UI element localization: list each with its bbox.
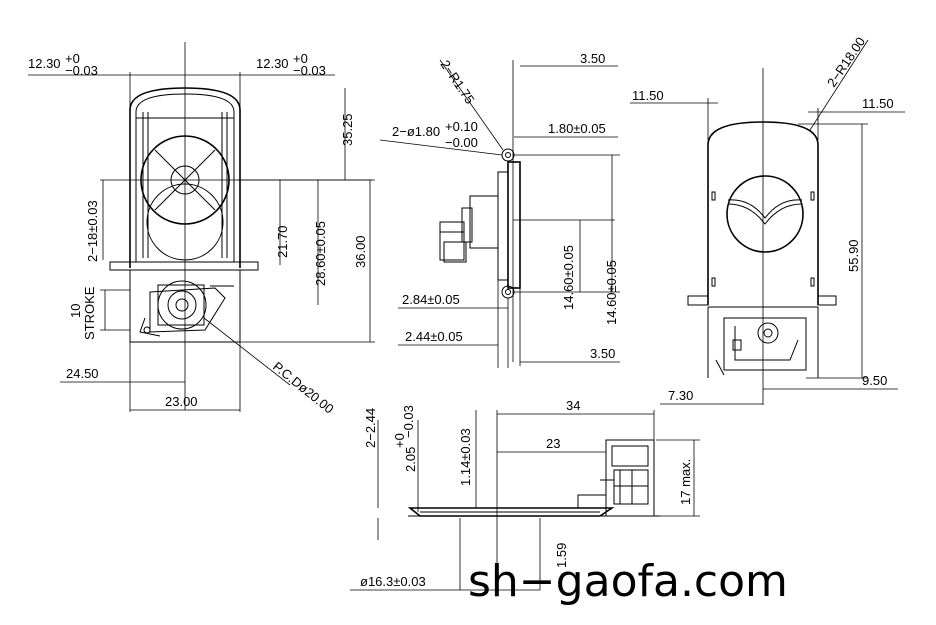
bottom-dim-pin: 1.59 <box>554 543 569 568</box>
bottom-dim-h-a: 2−2.44 <box>363 408 378 448</box>
bottom-dim-height-max: 17 max. <box>678 459 693 505</box>
rear-dim-right-flange: 11.50 <box>862 96 894 111</box>
svg-text:+0: +0 <box>293 51 308 66</box>
side-dim-hole-offset: 1.80±0.05 <box>548 121 606 136</box>
svg-text:−0.03: −0.03 <box>65 63 98 78</box>
side-dim-v1: 14.60±0.05 <box>561 245 576 310</box>
rear-view: 11.50 11.50 2−R18.00 55.90 7.30 9.50 <box>630 34 905 405</box>
front-dim-h1: 35.25 <box>340 113 355 146</box>
svg-text:+0.10: +0.10 <box>445 119 478 134</box>
front-dim-h3: 28.60±0.05 <box>313 221 328 286</box>
bottom-dim-length2: 23 <box>546 436 560 451</box>
front-dim-left-offset: 12.30 <box>28 56 61 71</box>
front-dim-right-offset: 12.30 <box>256 56 289 71</box>
svg-text:+0: +0 <box>392 433 407 448</box>
bottom-dim-dia: ø16.3±0.03 <box>360 574 426 589</box>
front-dim-pcd: P.C.Dø20.00 <box>270 359 337 417</box>
side-dim-hole: 2−ø1.80 <box>392 124 440 139</box>
front-dim-width: 23.00 <box>165 394 198 409</box>
rear-dim-height: 55.90 <box>846 239 861 272</box>
rear-dim-right-offset: 9.50 <box>862 373 887 388</box>
side-dim-top-offset: 3.50 <box>580 51 605 66</box>
front-dim-left-width: 24.50 <box>66 366 99 381</box>
rear-dim-left-offset: 7.30 <box>668 388 693 403</box>
bottom-view: 34 23 2−2.44 2.05 +0 −0.03 1.14±0.03 17 … <box>350 398 700 591</box>
side-dim-h2: 2.44±0.05 <box>405 329 463 344</box>
front-dim-stroke-value: 10 <box>68 304 83 318</box>
bottom-dim-h-b: 2.05 <box>403 447 418 472</box>
side-view: 3.50 2−R1.75 2−ø1.80 +0.10 −0.00 1.80±0.… <box>379 51 620 368</box>
front-dim-hole: 2−18±0.03 <box>85 200 100 262</box>
side-dim-radius: 2−R1.75 <box>438 57 478 106</box>
svg-text:−0.00: −0.00 <box>445 135 478 150</box>
rear-dim-left-flange: 11.50 <box>632 88 664 103</box>
side-dim-h1: 2.84±0.05 <box>402 292 460 307</box>
svg-text:+0: +0 <box>65 51 80 66</box>
watermark: sh−gaofa.com <box>468 556 788 607</box>
svg-text:−0.03: −0.03 <box>293 63 326 78</box>
front-dim-stroke-label: STROKE <box>82 286 97 340</box>
front-dim-h4: 36.00 <box>353 235 368 268</box>
side-dim-bottom-offset: 3.50 <box>590 346 615 361</box>
front-dim-h2: 21.70 <box>275 225 290 258</box>
rear-dim-radius: 2−R18.00 <box>824 34 868 89</box>
svg-text:−0.03: −0.03 <box>401 405 416 438</box>
front-mechanism <box>139 280 234 337</box>
bottom-dim-length: 34 <box>566 398 580 413</box>
front-view: 12.30 +0 −0.03 12.30 +0 −0.03 35.25 21.7… <box>28 42 375 417</box>
side-dim-v2: 14.60±0.05 <box>604 260 619 325</box>
bottom-dim-h-c: 1.14±0.03 <box>458 428 473 486</box>
